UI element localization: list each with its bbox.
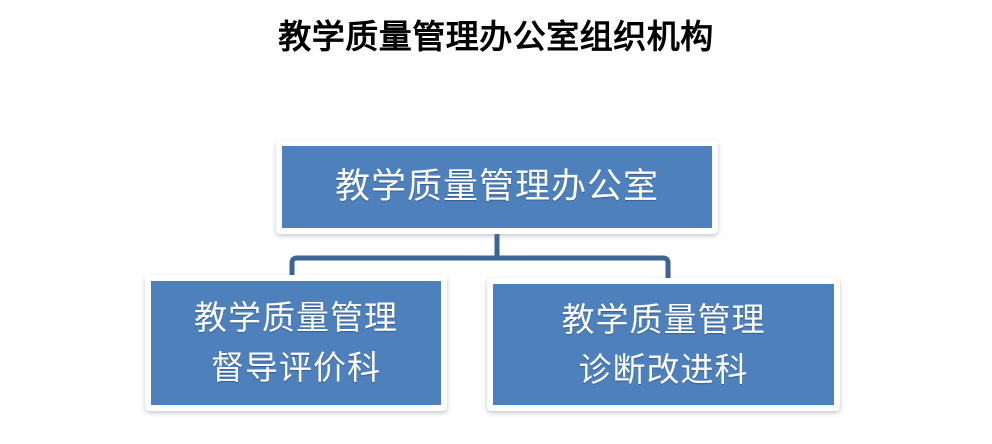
org-node-root-label: 教学质量管理办公室 bbox=[334, 167, 659, 207]
org-node-child-supervision-evaluation[interactable]: 教学质量管理 督导评价科 bbox=[145, 275, 447, 411]
page-title: 教学质量管理办公室组织机构 bbox=[278, 17, 714, 56]
org-node-child-diagnosis-improvement[interactable]: 教学质量管理 诊断改进科 bbox=[487, 278, 840, 411]
org-node-child-diagnosis-improvement-label: 教学质量管理 诊断改进科 bbox=[561, 299, 766, 389]
org-node-root[interactable]: 教学质量管理办公室 bbox=[276, 140, 718, 234]
org-node-child-supervision-evaluation-label: 教学质量管理 督导评价科 bbox=[194, 298, 398, 387]
